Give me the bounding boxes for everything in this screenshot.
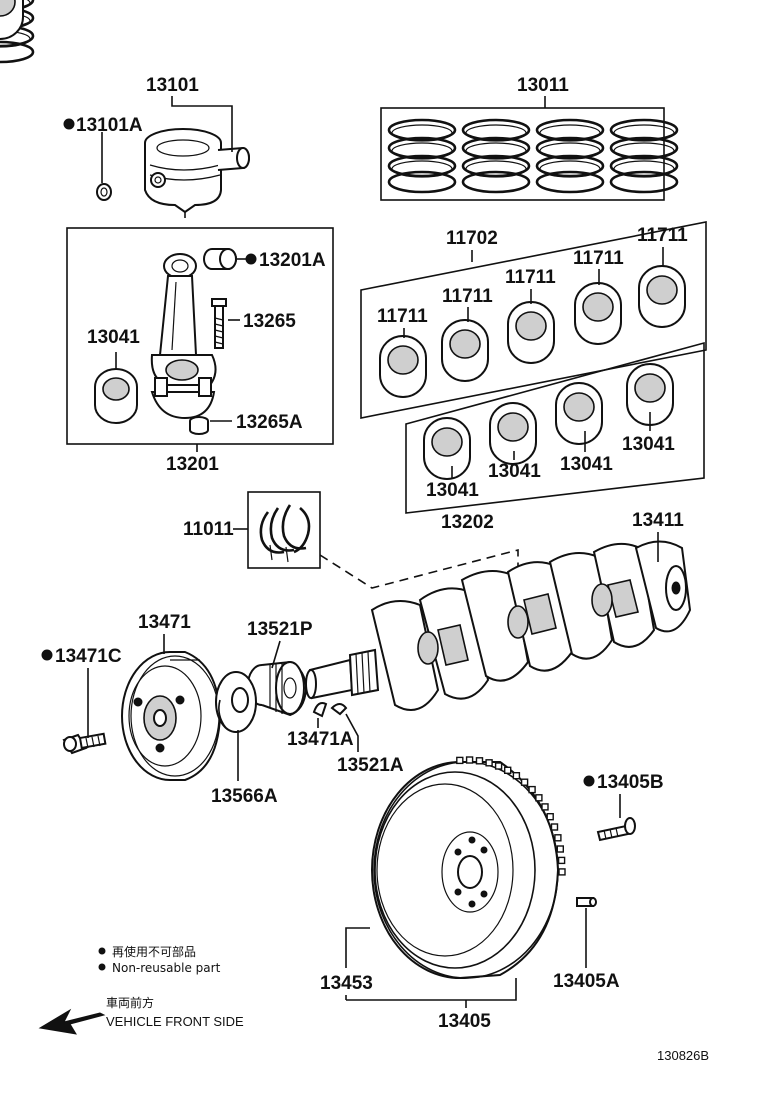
key-13471A-illustration bbox=[312, 702, 328, 718]
label-13202: 13202 bbox=[441, 512, 494, 533]
ring-gear-tooth bbox=[512, 772, 521, 780]
crankshaft-pulley-illustration bbox=[121, 651, 222, 781]
piston-illustration bbox=[144, 128, 250, 218]
main-bearing-lower-2 bbox=[489, 402, 537, 465]
non-reusable-dot bbox=[583, 775, 595, 787]
label-13101: 13101 bbox=[146, 75, 199, 96]
main-bearing-upper-4 bbox=[574, 282, 622, 345]
label-13521P: 13521P bbox=[247, 619, 313, 640]
ring-stack-3 bbox=[535, 118, 605, 194]
ring-gear-tooth bbox=[557, 856, 566, 865]
label-11711-2: 11711 bbox=[442, 286, 493, 307]
label-13041-2: 13041 bbox=[488, 461, 541, 482]
ring-gear-tooth bbox=[541, 803, 549, 811]
rod-bearing-illustration bbox=[94, 368, 138, 424]
rod-bolt-illustration bbox=[211, 298, 227, 349]
label-13041-3: 13041 bbox=[560, 454, 613, 475]
main-bearing-upper-3 bbox=[507, 301, 555, 364]
label-13521A: 13521A bbox=[337, 755, 404, 776]
label-13405: 13405 bbox=[438, 1011, 491, 1032]
label-11711-4: 11711 bbox=[573, 248, 624, 269]
ring-set-box bbox=[380, 107, 665, 201]
main-bearing-lower-3 bbox=[555, 382, 603, 445]
non-reusable-dot bbox=[63, 118, 75, 130]
ring-stack-4 bbox=[609, 118, 679, 194]
thrust-washer-illustration bbox=[259, 504, 311, 563]
connecting-rod-box bbox=[66, 227, 334, 445]
flywheel-bolt-illustration bbox=[596, 817, 636, 842]
legend-dot-icon bbox=[98, 963, 106, 971]
ring-gear-tooth bbox=[456, 756, 464, 765]
bushing-illustration bbox=[203, 248, 237, 270]
ring-gear-tooth bbox=[475, 757, 484, 765]
ring-gear-tooth bbox=[494, 762, 503, 770]
legend-en: Non-reusable part bbox=[112, 961, 221, 975]
ring-gear-tooth bbox=[520, 778, 529, 786]
upper-bearing-box bbox=[360, 221, 707, 419]
ring-gear-tooth bbox=[485, 759, 493, 767]
label-13265A: 13265A bbox=[236, 412, 303, 433]
ring-stack-2 bbox=[461, 118, 531, 194]
rod-nut-illustration bbox=[189, 416, 209, 435]
main-bearing-upper-2 bbox=[441, 319, 489, 382]
label-13453: 13453 bbox=[320, 973, 373, 994]
non-reusable-dot bbox=[245, 253, 257, 265]
main-bearing-upper-1 bbox=[379, 335, 427, 398]
dowel-pin-illustration bbox=[576, 897, 597, 907]
connecting-rod-illustration bbox=[150, 253, 217, 420]
ring-gear-tooth bbox=[550, 823, 559, 831]
label-13201A: 13201A bbox=[259, 250, 326, 271]
label-13471: 13471 bbox=[138, 612, 191, 633]
label-11011: 11011 bbox=[183, 519, 234, 540]
flywheel-illustration bbox=[371, 761, 560, 979]
label-13201: 13201 bbox=[166, 454, 219, 475]
label-13041-1: 13041 bbox=[426, 480, 479, 501]
key-13521A-illustration bbox=[330, 703, 348, 716]
main-bearing-upper-5 bbox=[638, 265, 686, 328]
ring-gear-tooth bbox=[556, 845, 564, 853]
thrust-washer-box bbox=[247, 491, 321, 569]
ring-gear-tooth bbox=[504, 766, 512, 774]
direction-jp: 車両前方 bbox=[106, 995, 154, 1010]
crank-washer-illustration bbox=[215, 671, 257, 733]
label-13566A: 13566A bbox=[211, 786, 278, 807]
crankshaft-illustration bbox=[305, 540, 692, 711]
legend-star-icon bbox=[98, 947, 106, 955]
snap-ring-illustration bbox=[96, 183, 112, 201]
label-11711-3: 11711 bbox=[505, 267, 556, 288]
label-11711-5: 11711 bbox=[637, 225, 688, 246]
lower-bearing-box bbox=[405, 341, 705, 514]
ring-gear-teeth bbox=[456, 756, 566, 876]
label-13101A: 13101A bbox=[76, 115, 143, 136]
label-13041-rod: 13041 bbox=[87, 327, 140, 348]
label-13471A: 13471A bbox=[287, 729, 354, 750]
legend-jp: 再使用不可部品 bbox=[112, 944, 196, 959]
ring-gear-tooth bbox=[535, 794, 543, 802]
label-13411: 13411 bbox=[632, 510, 684, 531]
figure-code: 130826B bbox=[657, 1048, 709, 1063]
non-reusable-dot bbox=[41, 649, 53, 661]
ring-stack-1 bbox=[387, 118, 457, 194]
direction-en: VEHICLE FRONT SIDE bbox=[106, 1014, 244, 1029]
ring-gear-tooth bbox=[558, 868, 566, 876]
ring-gear-tooth bbox=[465, 756, 474, 764]
vehicle-front-indicator: 車両前方 VEHICLE FRONT SIDE bbox=[38, 995, 244, 1035]
label-13265: 13265 bbox=[243, 311, 296, 332]
ring-gear-tooth bbox=[554, 834, 562, 842]
label-11711-1: 11711 bbox=[377, 306, 428, 327]
piston-ring-set-illustration bbox=[0, 0, 35, 64]
label-13041-4: 13041 bbox=[622, 434, 675, 455]
front-arrow-icon bbox=[38, 1008, 106, 1035]
pulley-bolt-illustration bbox=[62, 732, 107, 755]
non-reusable-legend: 再使用不可部品 Non-reusable part bbox=[98, 944, 221, 975]
label-13405A: 13405A bbox=[553, 971, 620, 992]
label-13471C: 13471C bbox=[55, 646, 122, 667]
label-13405B: 13405B bbox=[597, 772, 664, 793]
label-13011: 13011 bbox=[517, 75, 569, 96]
ring-gear-tooth bbox=[528, 785, 536, 794]
ring-gear-tooth bbox=[546, 813, 554, 821]
label-11702: 11702 bbox=[446, 228, 498, 249]
main-bearing-lower-1 bbox=[423, 417, 471, 480]
